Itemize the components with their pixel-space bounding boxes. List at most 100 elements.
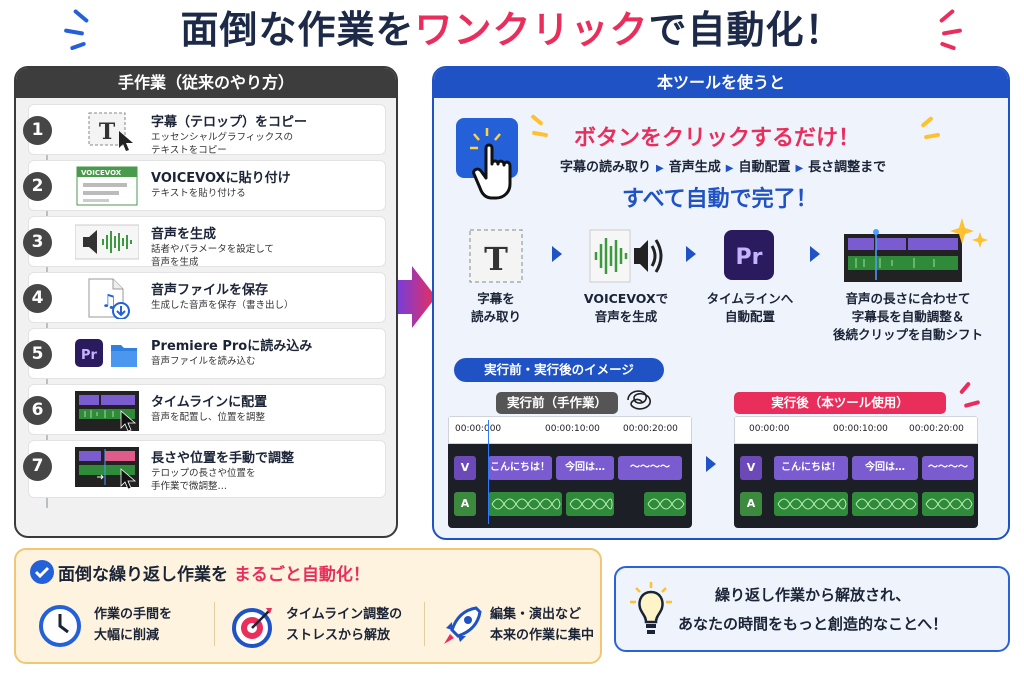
flow-step: 字幕の読み取り xyxy=(560,160,652,175)
benefit-item: タイムライン調整のストレスから解放 xyxy=(230,600,420,652)
divider xyxy=(424,602,425,646)
title-part1: 面倒な作業を xyxy=(180,8,415,52)
speaker-waveform-icon xyxy=(74,221,140,263)
feature-line1: タイムラインへ xyxy=(706,291,794,306)
benefit-line2: 大幅に削減 xyxy=(94,628,160,643)
flow-step: 長さ調整まで xyxy=(808,160,887,175)
step-number: 4 xyxy=(23,284,52,313)
step-number: 3 xyxy=(23,228,52,257)
compare-arrow-icon xyxy=(706,456,716,472)
message-line1: 繰り返し作業から解放され、 xyxy=(715,586,911,604)
step-desc: テキストを貼り付ける xyxy=(151,187,246,200)
clock-icon xyxy=(38,604,82,648)
rocket-icon xyxy=(440,604,484,648)
video-clip[interactable]: ～～～～ xyxy=(922,456,974,480)
audio-clip[interactable] xyxy=(644,492,686,516)
video-clip[interactable]: 今回は… xyxy=(556,456,614,480)
message-panel: 繰り返し作業から解放され、あなたの時間をもっと創造的なことへ！ xyxy=(614,566,1010,652)
voice-generate-icon xyxy=(588,228,664,284)
step-desc: 音声ファイルを読み込む xyxy=(151,355,256,368)
check-icon xyxy=(30,560,54,584)
step-desc: テロップの長さや位置を手作業で微調整… xyxy=(151,467,256,493)
heading-part1: 面倒な繰り返し作業を xyxy=(58,565,228,585)
audio-file-save-icon: ♫ xyxy=(75,277,139,320)
benefit-line2: 本来の作業に集中 xyxy=(490,628,595,643)
step-number: 5 xyxy=(23,340,52,369)
audio-clip[interactable] xyxy=(922,492,974,516)
premiere-label: Pr xyxy=(81,348,98,363)
lightbulb-icon xyxy=(630,582,672,638)
step-desc: エッセンシャルグラフィックスのテキストをコピー xyxy=(151,131,293,157)
audio-clip[interactable] xyxy=(566,492,614,516)
feature-line1: VOICEVOXで xyxy=(583,291,669,306)
sparkle-icon xyxy=(950,218,990,254)
feature-caption: 音声の長さに合わせて字幕長を自動調整＆後続クリップを自動シフト xyxy=(822,290,994,344)
feature-line2: 読み取り xyxy=(470,309,521,324)
video-clip[interactable]: 今回は… xyxy=(852,456,918,480)
step-desc-line1: 生成した音声を保存（書き出し） xyxy=(151,300,294,311)
flow-sep: ▶ xyxy=(795,163,804,174)
feature-caption: タイムラインへ自動配置 xyxy=(698,290,802,326)
click-button-icon xyxy=(456,118,518,200)
audio-clip[interactable] xyxy=(488,492,562,516)
tool-flow: 字幕の読み取り▶音声生成▶自動配置▶長さ調整まで xyxy=(560,156,886,175)
comparison-tag: 実行前・実行後のイメージ xyxy=(454,358,664,382)
flow-step: 自動配置 xyxy=(738,160,791,175)
step-6: 6 タイムラインに配置 音声を配置し、位置を調整 xyxy=(23,384,386,435)
video-clip[interactable]: こんにちは！ xyxy=(774,456,848,480)
benefits-panel: 面倒な繰り返し作業を まるごと自動化！ 作業の手間を大幅に削減 タイムライン調整… xyxy=(14,548,602,664)
voicevox-window-icon: VOICEVOX xyxy=(75,165,139,207)
video-clip[interactable]: こんにちは！ xyxy=(488,456,552,480)
step-4: 4 ♫ 音声ファイルを保存 生成した音声を保存（書き出し） xyxy=(23,272,386,323)
flow-arrow-icon xyxy=(810,246,820,262)
after-label: 実行後（本ツール使用） xyxy=(734,392,946,414)
step-number: 6 xyxy=(23,396,52,425)
manual-panel-header: 手作業（従来のやり方） xyxy=(16,68,396,98)
audio-track-label: A xyxy=(454,492,476,516)
step-desc-line1: テキストを貼り付ける xyxy=(151,188,246,199)
ruler-tick: 00:00:000 xyxy=(455,424,502,434)
feature-line2: 音声を生成 xyxy=(594,309,658,324)
text-select-icon: T xyxy=(75,109,139,151)
video-track-label: V xyxy=(454,456,476,480)
benefit-text: 作業の手間を大幅に削減 xyxy=(94,604,172,646)
feature-line1: 音声の長さに合わせて xyxy=(845,291,971,306)
step-desc: 生成した音声を保存（書き出し） xyxy=(151,299,294,312)
step-desc-line2: テキストをコピー xyxy=(151,145,227,156)
feature-line3: 後続クリップを自動シフト xyxy=(832,327,983,342)
benefit-item: 編集・演出など本来の作業に集中 xyxy=(440,600,600,652)
step-title: 長さや位置を手動で調整 xyxy=(151,451,295,466)
step-desc-line2: 手作業で微調整… xyxy=(151,481,228,492)
flow-sep: ▶ xyxy=(656,163,664,174)
video-clip[interactable]: ～～～～ xyxy=(618,456,682,480)
closing-message: 繰り返し作業から解放され、あなたの時間をもっと創造的なことへ！ xyxy=(678,581,947,639)
target-icon xyxy=(230,604,274,648)
voicevox-label: VOICEVOX xyxy=(81,169,122,177)
timeline-adjust-icon xyxy=(75,445,139,490)
playhead[interactable] xyxy=(488,420,489,524)
title-highlight: ワンクリック xyxy=(414,8,649,52)
benefit-text: 編集・演出など本来の作業に集中 xyxy=(490,604,594,646)
benefit-item: 作業の手間を大幅に削減 xyxy=(38,600,218,652)
message-line2: あなたの時間をもっと創造的なことへ！ xyxy=(678,615,948,633)
timeline-ruler: 00:00:00 00:00:10:00 00:00:20:00 xyxy=(734,416,978,444)
benefit-text: タイムライン調整のストレスから解放 xyxy=(286,604,402,646)
ruler-tick: 00:00:10:00 xyxy=(545,424,600,434)
tool-subline: すべて自動で完了！ xyxy=(622,187,818,212)
flow-arrow-icon xyxy=(686,246,696,262)
feature-line2: 自動配置 xyxy=(724,309,775,324)
audio-clip[interactable] xyxy=(852,492,918,516)
text-icon: T xyxy=(468,228,524,284)
before-timeline: 00:00:000 00:00:10:00 00:00:20:00 V A こん… xyxy=(448,416,692,528)
audio-clip[interactable] xyxy=(774,492,848,516)
ruler-tick: 00:00:10:00 xyxy=(833,424,888,434)
ruler-tick: 00:00:00 xyxy=(749,424,790,434)
step-desc: 音声を配置し、位置を調整 xyxy=(151,411,265,424)
step-1: 1 T 字幕（テロップ）をコピー エッセンシャルグラフィックスのテキストをコピー xyxy=(23,104,386,157)
title-part2: で自動化！ xyxy=(648,8,844,52)
step-desc-line1: テロップの長さや位置を xyxy=(151,468,256,479)
feature-line1: 字幕を xyxy=(477,291,515,306)
step-7: 7 長さや位置を手動で調整 テロップの長さや位置を手作業で微調整… xyxy=(23,440,386,498)
timeline-ruler: 00:00:000 00:00:10:00 00:00:20:00 xyxy=(448,416,692,444)
before-label: 実行前（手作業） xyxy=(496,392,618,414)
